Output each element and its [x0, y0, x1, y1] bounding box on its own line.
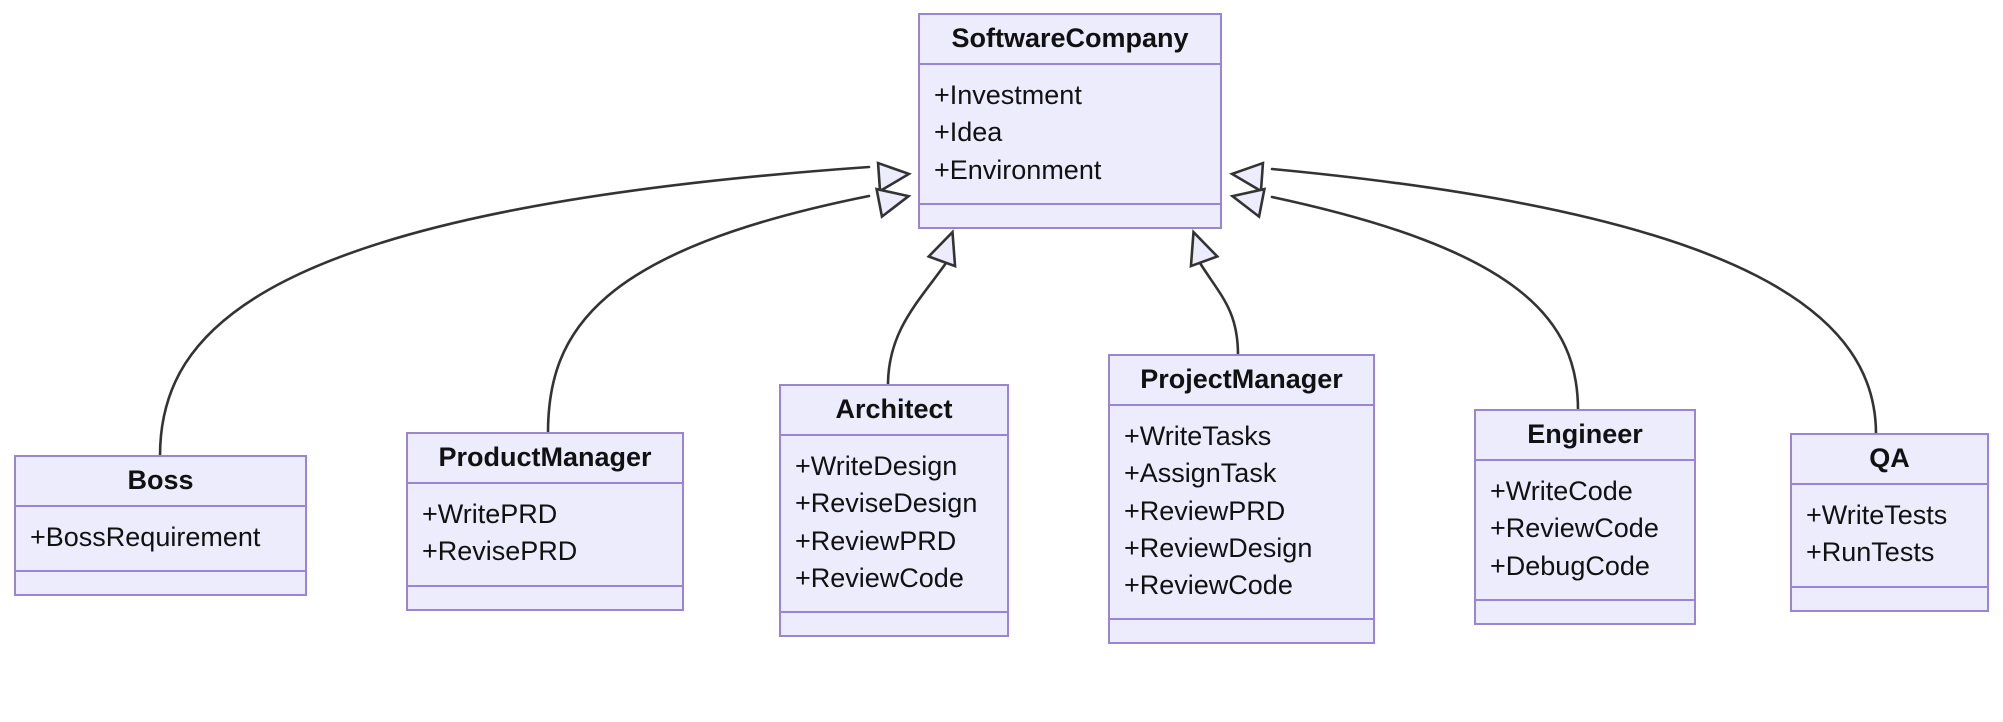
class-attributes: +BossRequirement: [16, 507, 305, 573]
class-attribute: +ReviewCode: [1124, 569, 1293, 600]
class-attribute: +ReviewPRD: [795, 525, 957, 556]
class-attribute: +ReviewPRD: [1124, 495, 1286, 526]
class-methods: [16, 572, 305, 594]
class-methods: [408, 587, 682, 609]
class-methods: [781, 613, 1007, 635]
edge-boss-to-softwarecompany: [158, 165, 871, 458]
class-attributes: +Investment +Idea +Environment: [920, 65, 1220, 205]
class-title: QA: [1792, 435, 1987, 486]
class-attribute: +RunTests: [1806, 537, 1935, 568]
uml-class-qa[interactable]: QA +WriteTests +RunTests: [1790, 433, 1989, 612]
class-attribute: +RevisePRD: [422, 536, 578, 567]
class-title: ProductManager: [408, 434, 682, 485]
uml-class-product-manager[interactable]: ProductManager +WritePRD +RevisePRD: [406, 432, 684, 611]
class-attribute: +WritePRD: [422, 499, 558, 530]
inheritance-arrowhead-qa: [1229, 161, 1265, 194]
class-methods: [1792, 588, 1987, 610]
class-methods: [920, 205, 1220, 227]
inheritance-arrowhead-productmanager: [874, 187, 912, 219]
class-title: ProjectManager: [1110, 356, 1373, 407]
inheritance-arrowhead-projectmanager: [1189, 229, 1220, 268]
class-attribute: +ReviewCode: [1490, 513, 1659, 544]
inheritance-arrowhead-engineer: [1229, 187, 1267, 219]
class-attributes: +WriteTests +RunTests: [1792, 485, 1987, 588]
class-attributes: +WriteDesign +ReviseDesign +ReviewPRD +R…: [781, 436, 1007, 613]
class-attribute: +BossRequirement: [30, 522, 261, 553]
class-attributes: +WriteCode +ReviewCode +DebugCode: [1476, 461, 1694, 601]
class-attributes: +WritePRD +RevisePRD: [408, 484, 682, 587]
class-attribute: +ReviseDesign: [795, 488, 978, 519]
class-attributes: +WriteTasks +AssignTask +ReviewPRD +Revi…: [1110, 406, 1373, 620]
uml-class-architect[interactable]: Architect +WriteDesign +ReviseDesign +Re…: [779, 384, 1009, 637]
class-attribute: +Investment: [934, 80, 1082, 111]
uml-class-project-manager[interactable]: ProjectManager +WriteTasks +AssignTask +…: [1108, 354, 1375, 644]
class-title: SoftwareCompany: [920, 15, 1220, 66]
class-attribute: +WriteCode: [1490, 476, 1633, 507]
class-title: Engineer: [1476, 411, 1694, 462]
class-attribute: +ReviewCode: [795, 562, 964, 593]
class-attribute: +WriteTasks: [1124, 421, 1272, 452]
uml-class-software-company[interactable]: SoftwareCompany +Investment +Idea +Envir…: [918, 13, 1222, 229]
class-methods: [1110, 620, 1373, 642]
class-attribute: +Environment: [934, 154, 1102, 185]
edge-architect-to-softwarecompany: [886, 261, 948, 387]
class-title: Architect: [781, 386, 1007, 437]
inheritance-arrowhead-boss: [876, 161, 912, 194]
uml-class-engineer[interactable]: Engineer +WriteCode +ReviewCode +DebugCo…: [1474, 409, 1696, 625]
class-methods: [1476, 601, 1694, 623]
class-attribute: +WriteTests: [1806, 500, 1948, 531]
class-attribute: +DebugCode: [1490, 550, 1650, 581]
class-attribute: +AssignTask: [1124, 458, 1277, 489]
class-attribute: +WriteDesign: [795, 451, 958, 482]
class-attribute: +Idea: [934, 117, 1003, 148]
inheritance-arrowhead-architect: [926, 229, 957, 268]
class-attribute: +ReviewDesign: [1124, 532, 1313, 563]
uml-class-boss[interactable]: Boss +BossRequirement: [14, 455, 307, 597]
edge-projectmanager-to-softwarecompany: [1198, 261, 1240, 357]
class-title: Boss: [16, 457, 305, 508]
